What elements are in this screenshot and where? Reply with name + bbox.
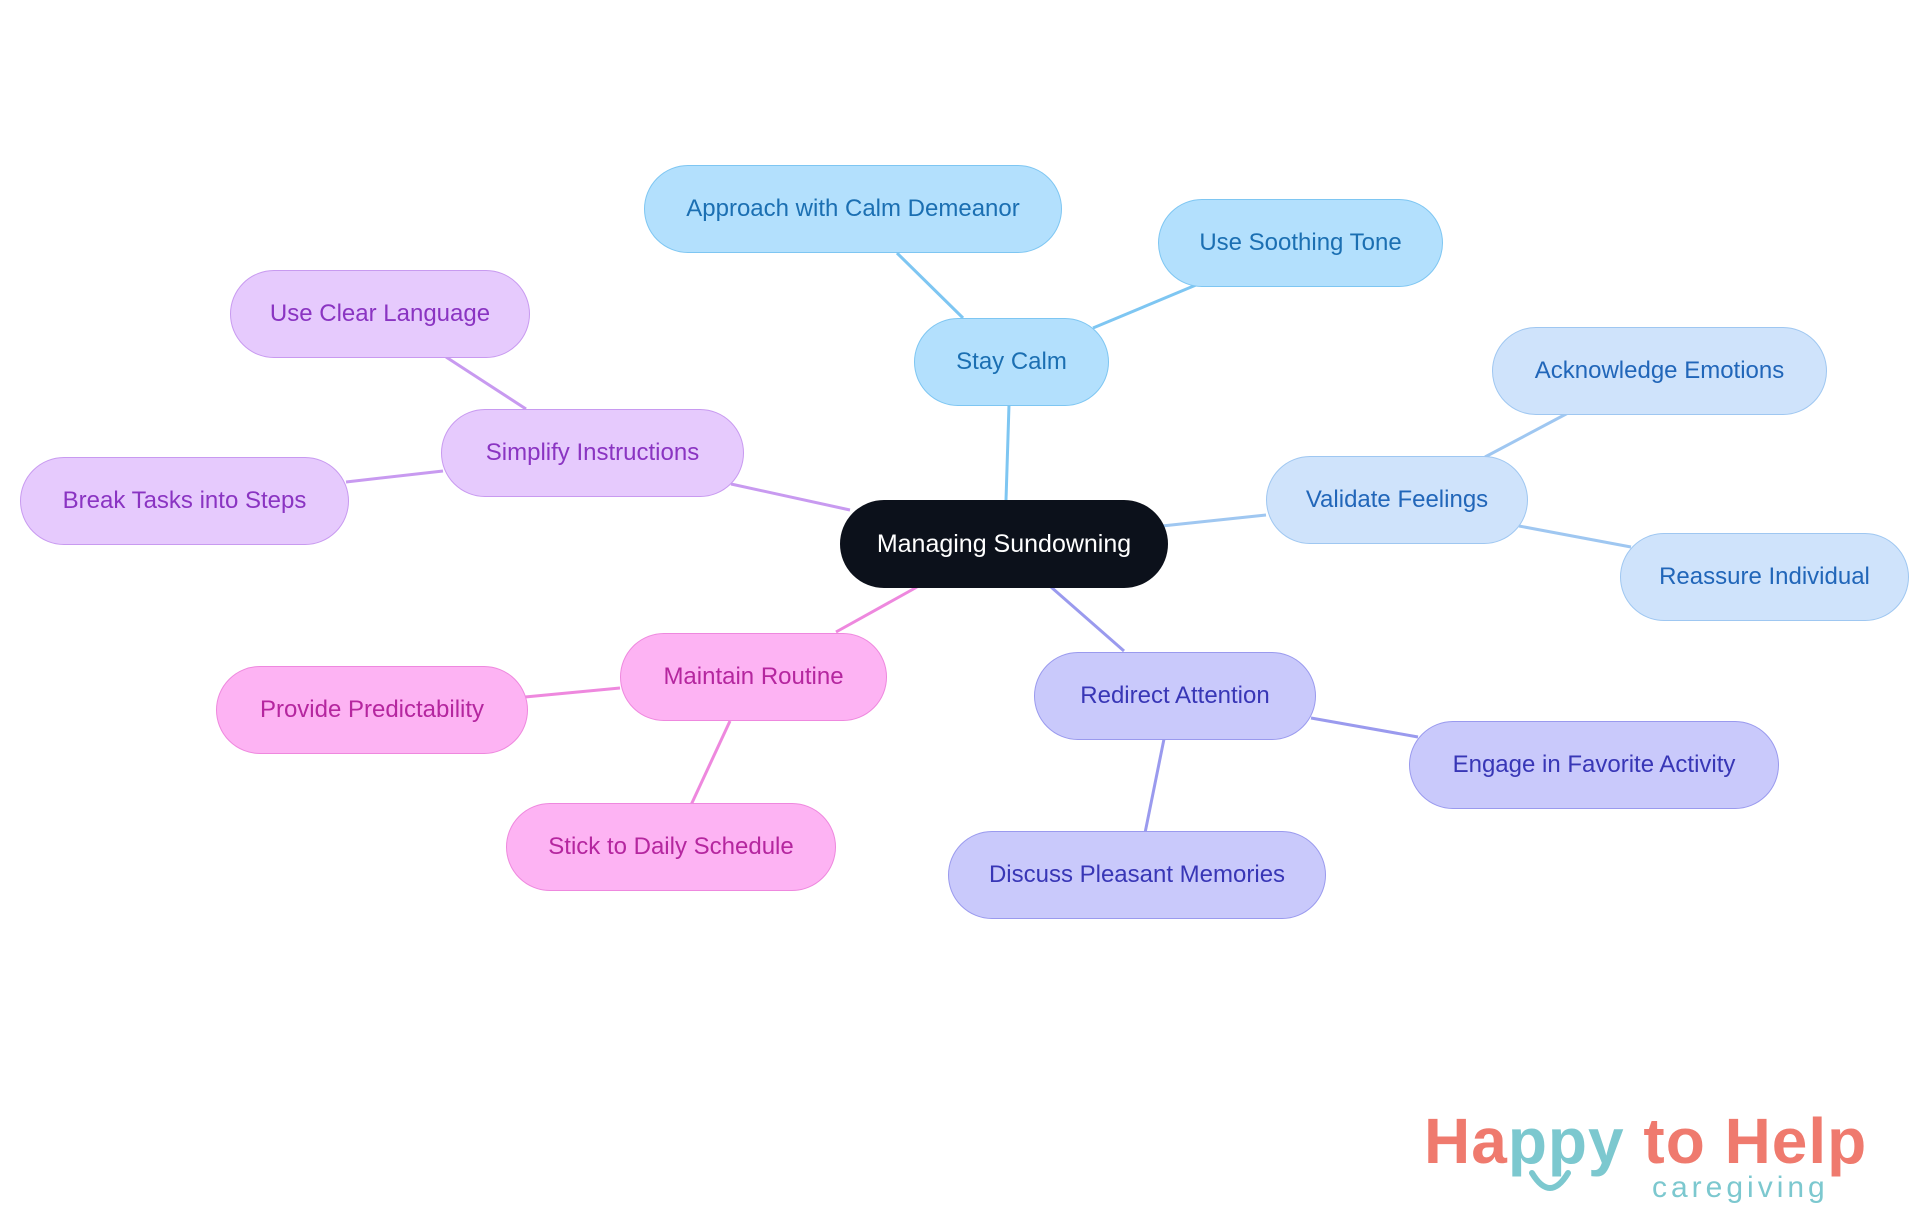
node-maintain-routine: Maintain Routine (620, 633, 887, 721)
logo-title-rest: to Help (1624, 1105, 1868, 1177)
node-validate-feelings: Validate Feelings (1266, 456, 1528, 544)
edge-routine-predictability (524, 686, 621, 699)
edge-redirect-engage (1310, 716, 1419, 739)
node-engage-in-favorite-activity: Engage in Favorite Activity (1409, 721, 1779, 809)
node-reassure-individual: Reassure Individual (1620, 533, 1909, 621)
edge-root-redirect-attention (1050, 585, 1125, 653)
node-discuss-pleasant-memories: Discuss Pleasant Memories (948, 831, 1326, 919)
edge-simplify-clear-language (445, 355, 527, 411)
node-break-tasks-into-steps: Break Tasks into Steps (20, 457, 349, 545)
edge-redirect-discuss (1143, 738, 1166, 834)
edge-root-simplify-instructions (730, 482, 851, 512)
node-approach-with-calm-demeanor: Approach with Calm Demeanor (644, 165, 1062, 253)
node-stay-calm: Stay Calm (914, 318, 1109, 406)
edge-root-validate-feelings (1161, 513, 1267, 528)
edge-stay-calm-approach (895, 251, 965, 320)
node-use-clear-language: Use Clear Language (230, 270, 530, 358)
node-stick-to-daily-schedule: Stick to Daily Schedule (506, 803, 836, 891)
edge-root-maintain-routine (835, 585, 918, 634)
edge-validate-reassure (1518, 524, 1632, 549)
node-use-soothing-tone: Use Soothing Tone (1158, 199, 1443, 287)
node-acknowledge-emotions: Acknowledge Emotions (1492, 327, 1827, 415)
happy-to-help-logo: Happy to Help caregiving (1424, 1105, 1894, 1205)
edge-simplify-break-tasks (345, 469, 444, 484)
logo-title-ppy: ppy (1507, 1105, 1625, 1177)
root-node: Managing Sundowning (840, 500, 1168, 588)
node-provide-predictability: Provide Predictability (216, 666, 528, 754)
node-simplify-instructions: Simplify Instructions (441, 409, 744, 497)
edge-root-stay-calm (1004, 404, 1011, 501)
logo-subtitle: caregiving (1652, 1171, 1829, 1204)
edge-validate-acknowledge (1484, 411, 1569, 459)
edge-stay-calm-soothing (1092, 283, 1197, 330)
node-redirect-attention: Redirect Attention (1034, 652, 1316, 740)
smile-icon (1529, 1170, 1571, 1191)
logo-title: Happy to Help (1424, 1105, 1867, 1177)
edge-routine-schedule (689, 720, 732, 806)
logo-title-ha: Ha (1424, 1105, 1508, 1177)
